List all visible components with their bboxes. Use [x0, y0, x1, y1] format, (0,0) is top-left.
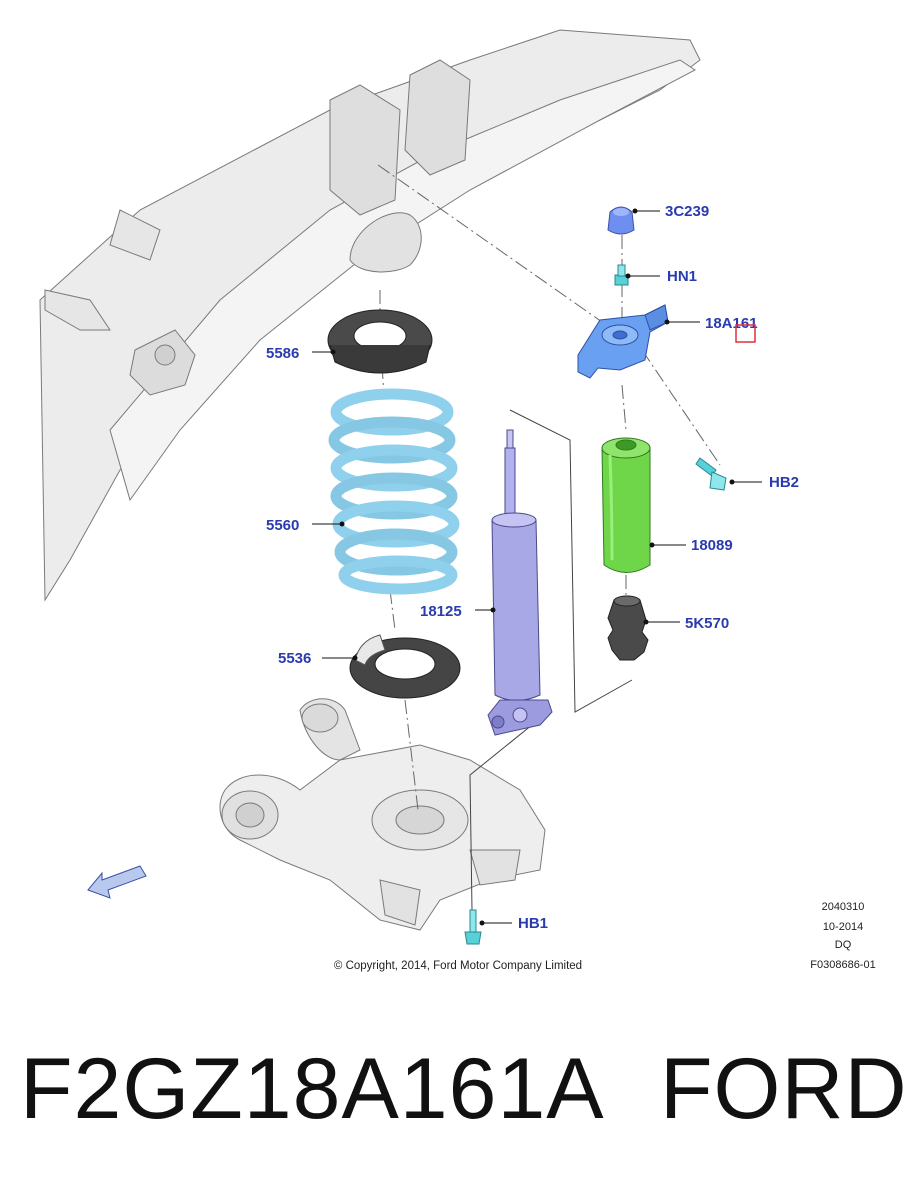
vehicle-front-arrow-icon [87, 865, 147, 899]
callout-hn1: HN1 [667, 268, 697, 285]
exploded-suspension-diagram: 3C239 HN1 18A161 HB2 5586 5560 18089 181… [39, 29, 876, 972]
part-caption: F2GZ18A161A FORD [0, 1040, 912, 1170]
bolt-hb1 [464, 909, 482, 945]
drawing-date: 10-2014 [823, 921, 863, 933]
bolt-hb2 [695, 457, 727, 491]
callout-5536: 5536 [278, 650, 311, 667]
callout-hb1: HB1 [518, 915, 548, 932]
upper-spring-seat-5586 [327, 309, 433, 374]
highlight-box [735, 324, 756, 343]
callout-leaders [312, 210, 762, 924]
callout-3c239: 3C239 [665, 203, 709, 220]
drawing-number: 2040310 [822, 901, 865, 913]
copyright-notice: © Copyright, 2014, Ford Motor Company Li… [334, 960, 582, 972]
shock-leader-lines [469, 409, 633, 911]
nut-cap-3c239 [607, 206, 635, 235]
brand-name: FORD [660, 1041, 908, 1137]
callout-18a161: 18A161 [705, 315, 758, 332]
callout-5k570: 5K570 [685, 615, 729, 632]
part-number: F2GZ18A161A [20, 1041, 605, 1137]
callout-18089: 18089 [691, 537, 733, 554]
upper-mount-18a161 [577, 304, 669, 379]
callout-5560: 5560 [266, 517, 299, 534]
jounce-bumper-5k570 [607, 595, 649, 661]
lower-spring-seat-5536 [349, 634, 461, 699]
dust-boot-18089 [601, 437, 651, 573]
callout-hb2: HB2 [769, 474, 799, 491]
coil-spring-5560 [328, 388, 460, 595]
drawing-initials: DQ [835, 939, 852, 951]
shock-absorber-18125 [487, 429, 553, 736]
rear-knuckle [219, 698, 546, 931]
callout-dots [330, 208, 735, 926]
figure-id: F0308686-01 [810, 959, 875, 971]
callout-18125: 18125 [420, 603, 462, 620]
callout-5586: 5586 [266, 345, 299, 362]
assembly-centerlines [377, 164, 721, 811]
nut-hn1 [614, 264, 629, 286]
subframe [39, 29, 701, 602]
